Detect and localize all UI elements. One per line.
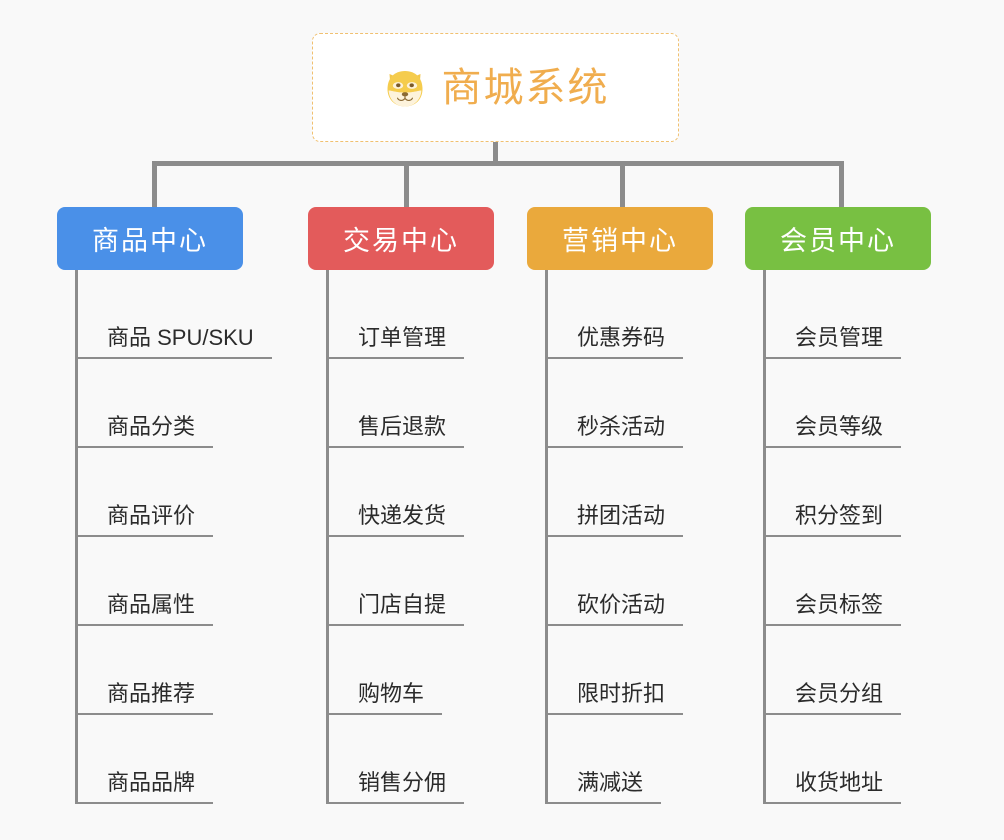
shiba-dog-face-icon (382, 65, 428, 111)
child-label: 快递发货 (358, 503, 447, 528)
child-list-1: 商品 SPU/SKU 商品分类 商品评价 商品属性 商品推荐 商品品牌 (57, 270, 305, 804)
child-label: 商品 SPU/SKU (107, 325, 254, 350)
root-title: 商城系统 (441, 65, 610, 110)
child-spine-4 (763, 270, 766, 804)
child-label: 商品推荐 (107, 681, 196, 706)
list-item[interactable]: 满减送 (545, 715, 747, 804)
branch-drop-connector-3 (620, 161, 625, 209)
branch-drop-connector-1 (152, 161, 157, 209)
child-label: 商品品牌 (107, 770, 196, 795)
child-list-2: 订单管理 售后退款 快递发货 门店自提 购物车 销售分佣 (308, 270, 528, 804)
child-label: 销售分佣 (358, 770, 447, 795)
list-item[interactable]: 商品评价 (75, 448, 305, 537)
list-item[interactable]: 商品品牌 (75, 715, 305, 804)
child-label: 购物车 (358, 681, 425, 706)
child-label: 门店自提 (358, 592, 447, 617)
child-spine-3 (545, 270, 548, 804)
child-label: 商品属性 (107, 592, 196, 617)
child-label: 满减送 (577, 770, 644, 795)
category-label-4: 会员中心 (780, 226, 896, 256)
list-item[interactable]: 商品分类 (75, 359, 305, 448)
child-label: 会员标签 (795, 592, 884, 617)
list-item[interactable]: 会员管理 (763, 270, 965, 359)
branch-column-2: 交易中心 订单管理 售后退款 快递发货 门店自提 购物车 销售分佣 (308, 207, 528, 804)
list-item[interactable]: 限时折扣 (545, 626, 747, 715)
child-label: 限时折扣 (577, 681, 666, 706)
list-item[interactable]: 售后退款 (326, 359, 528, 448)
child-label: 优惠券码 (577, 325, 666, 350)
list-item[interactable]: 门店自提 (326, 537, 528, 626)
list-item[interactable]: 快递发货 (326, 448, 528, 537)
branch-column-3: 营销中心 优惠券码 秒杀活动 拼团活动 砍价活动 限时折扣 满减送 (527, 207, 747, 804)
category-box-3[interactable]: 营销中心 (527, 207, 713, 270)
child-label: 收货地址 (795, 770, 884, 795)
list-item[interactable]: 收货地址 (763, 715, 965, 804)
category-box-2[interactable]: 交易中心 (308, 207, 494, 270)
child-label: 拼团活动 (577, 503, 666, 528)
child-label: 秒杀活动 (577, 414, 666, 439)
child-label: 会员等级 (795, 414, 884, 439)
branch-column-1: 商品中心 商品 SPU/SKU 商品分类 商品评价 商品属性 商品推荐 商品品牌 (57, 207, 305, 804)
list-item[interactable]: 商品属性 (75, 537, 305, 626)
child-label: 会员管理 (795, 325, 884, 350)
child-list-3: 优惠券码 秒杀活动 拼团活动 砍价活动 限时折扣 满减送 (527, 270, 747, 804)
list-item[interactable]: 拼团活动 (545, 448, 747, 537)
list-item[interactable]: 砍价活动 (545, 537, 747, 626)
list-item[interactable]: 会员等级 (763, 359, 965, 448)
category-label-3: 营销中心 (562, 226, 678, 256)
child-label: 积分签到 (795, 503, 884, 528)
child-list-4: 会员管理 会员等级 积分签到 会员标签 会员分组 收货地址 (745, 270, 965, 804)
child-label: 订单管理 (358, 325, 447, 350)
root-node[interactable]: 商城系统 (312, 33, 679, 142)
category-label-1: 商品中心 (92, 226, 208, 256)
list-item[interactable]: 购物车 (326, 626, 528, 715)
list-item[interactable]: 订单管理 (326, 270, 528, 359)
category-label-2: 交易中心 (343, 226, 459, 256)
branch-drop-connector-2 (404, 161, 409, 209)
list-item[interactable]: 积分签到 (763, 448, 965, 537)
branch-column-4: 会员中心 会员管理 会员等级 积分签到 会员标签 会员分组 收货地址 (745, 207, 965, 804)
list-item[interactable]: 会员分组 (763, 626, 965, 715)
child-label: 售后退款 (358, 414, 447, 439)
list-item[interactable]: 优惠券码 (545, 270, 747, 359)
list-item[interactable]: 商品 SPU/SKU (75, 270, 305, 359)
child-label: 商品分类 (107, 414, 196, 439)
list-item[interactable]: 销售分佣 (326, 715, 528, 804)
category-box-4[interactable]: 会员中心 (745, 207, 931, 270)
child-label: 商品评价 (107, 503, 196, 528)
child-spine-1 (75, 270, 78, 804)
child-label: 会员分组 (795, 681, 884, 706)
list-item[interactable]: 会员标签 (763, 537, 965, 626)
root-stem-connector (493, 142, 498, 164)
branch-drop-connector-4 (839, 161, 844, 209)
category-box-1[interactable]: 商品中心 (57, 207, 243, 270)
list-item[interactable]: 商品推荐 (75, 626, 305, 715)
list-item[interactable]: 秒杀活动 (545, 359, 747, 448)
branch-bus-connector (152, 161, 844, 166)
child-label: 砍价活动 (577, 592, 666, 617)
child-spine-2 (326, 270, 329, 804)
